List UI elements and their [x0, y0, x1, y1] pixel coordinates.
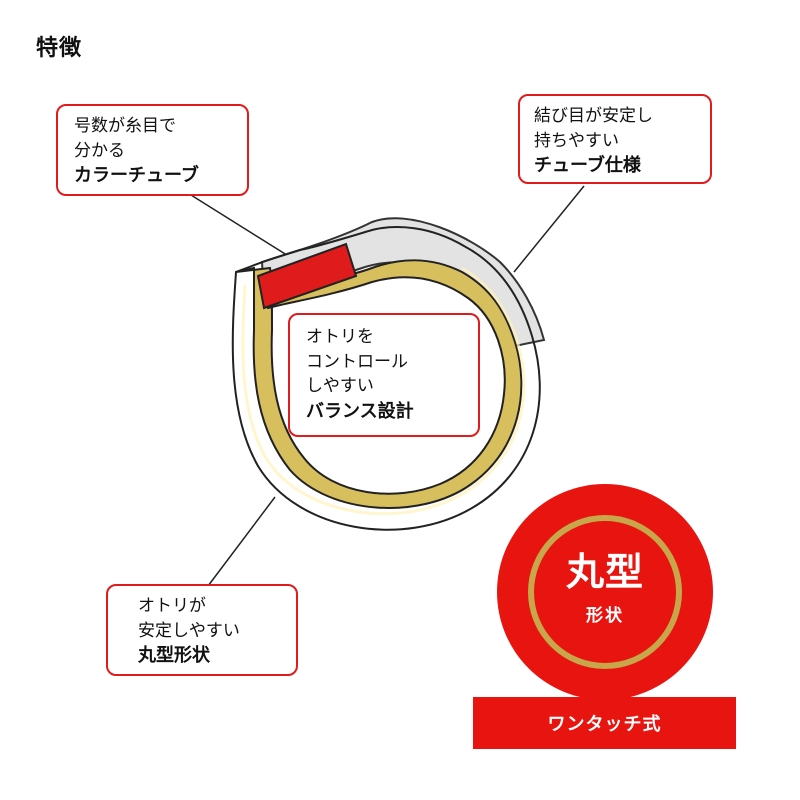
badge-sub-text: 形状	[586, 606, 624, 626]
round-shape-badge: 丸型 形状	[500, 487, 710, 697]
callout-heading: バランス設計	[306, 400, 414, 422]
callout-text: 安定しやすい	[138, 620, 240, 641]
page-title: 特徴	[36, 36, 83, 61]
leader-line-tube-spec	[513, 185, 585, 273]
callout-text: オトリが	[138, 596, 206, 616]
callout-balance: オトリを コントロール しやすい バランス設計	[288, 313, 480, 437]
callout-text: 結び目が安定し	[534, 106, 653, 126]
callout-color-tube: 号数が糸目で 分かる カラーチューブ	[56, 104, 249, 196]
callout-heading: チューブ仕様	[534, 155, 641, 177]
red-color-tube	[256, 242, 358, 310]
gold-ring-highlight	[241, 266, 526, 516]
callout-text: 持ちやすい	[534, 130, 619, 151]
callout-text: しやすい	[306, 376, 374, 397]
callout-text: 号数が糸目で	[74, 116, 176, 136]
callout-round: オトリが 安定しやすい 丸型形状	[106, 584, 298, 676]
leader-line-color-tube	[182, 189, 299, 263]
callout-text: 分かる	[74, 140, 125, 161]
leader-line-round	[207, 496, 276, 587]
callout-text: オトリを	[306, 327, 374, 347]
callout-tube-spec: 結び目が安定し 持ちやすい チューブ仕様	[518, 94, 712, 184]
gold-ring-outer	[231, 226, 541, 531]
callout-heading: カラーチューブ	[74, 165, 199, 187]
onetouch-label: ワンタッチ式	[473, 697, 736, 749]
callout-heading: 丸型形状	[138, 645, 210, 667]
badge-main-text: 丸型	[565, 550, 644, 594]
callout-text: コントロール	[306, 351, 408, 372]
badge-gold-ring	[528, 515, 682, 669]
